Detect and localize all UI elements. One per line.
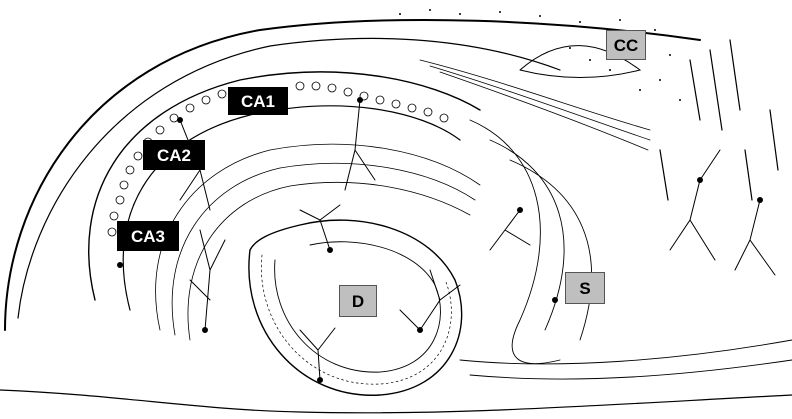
- ca-stratum-3: [188, 182, 470, 340]
- label-ca3: CA3: [117, 221, 179, 251]
- label-d: D: [339, 285, 377, 317]
- fibre-bundle-5: [470, 360, 792, 379]
- dentate-gyrus-granule-layer: [261, 255, 451, 384]
- label-ca2: CA2: [143, 140, 205, 170]
- dendrite-3: [400, 270, 460, 330]
- cell-bodies: [117, 97, 763, 383]
- dendrite-5: [490, 210, 530, 250]
- ca-stratum-1: [156, 144, 480, 330]
- hatch-right: [660, 40, 778, 200]
- dendrite-1: [190, 230, 225, 330]
- fibre-bundle-4: [460, 340, 792, 364]
- dendrite-7: [735, 200, 775, 275]
- label-s: S: [565, 272, 605, 304]
- label-ca1: CA1: [228, 87, 288, 115]
- label-cc: CC: [606, 30, 646, 60]
- fibre-bundle-3: [510, 160, 592, 340]
- outer-contour-2: [18, 38, 560, 318]
- dendrite-6: [670, 150, 720, 260]
